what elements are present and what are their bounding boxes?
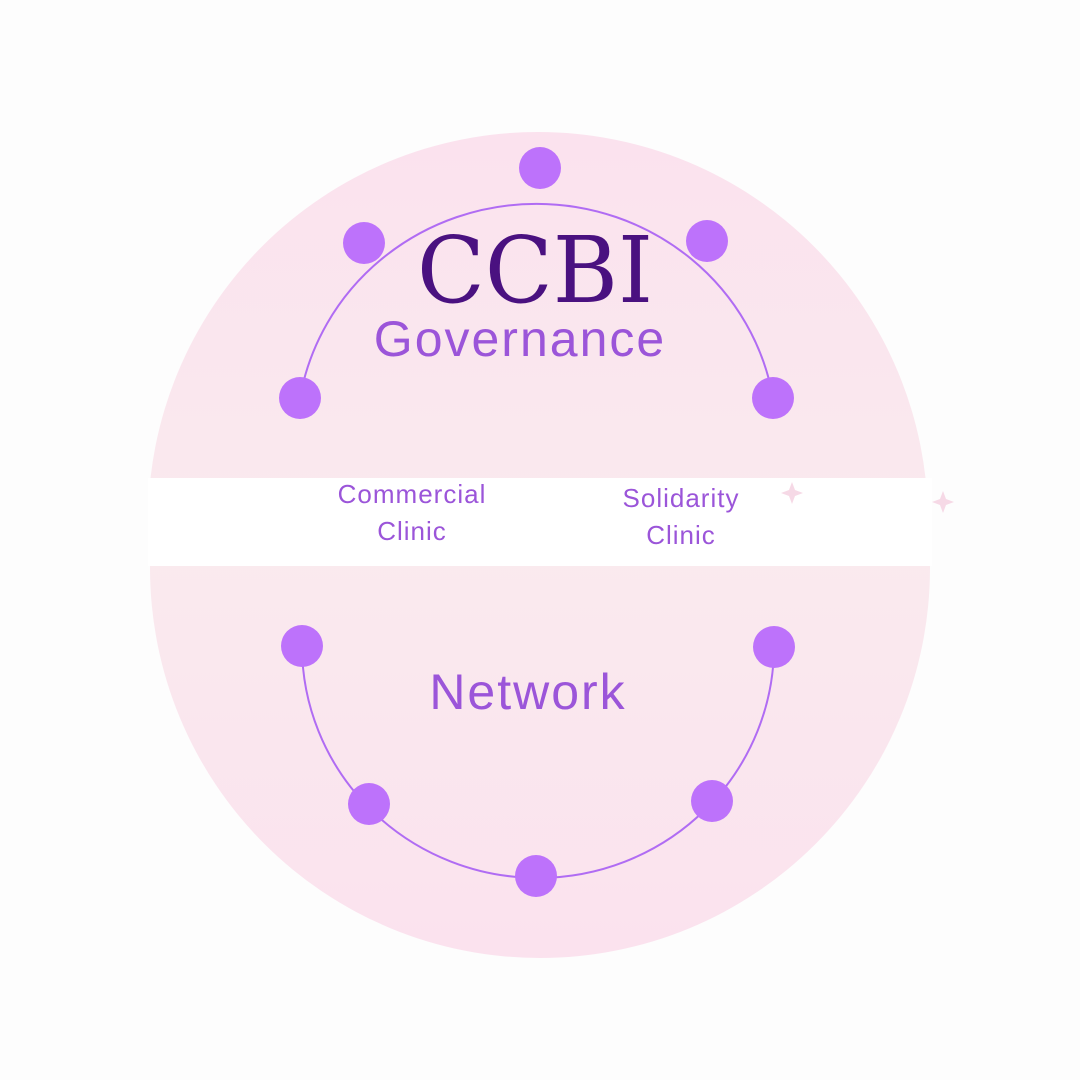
governance-node xyxy=(279,377,321,419)
network-node xyxy=(515,855,557,897)
disc-bottom-half xyxy=(150,566,930,958)
network-label: Network xyxy=(429,664,626,720)
network-node xyxy=(281,625,323,667)
network-node xyxy=(753,626,795,668)
governance-node xyxy=(752,377,794,419)
governance-node xyxy=(343,222,385,264)
network-node xyxy=(348,783,390,825)
diagram-title: CCBI xyxy=(417,217,653,324)
solidarity-clinic-label-line-2: Clinic xyxy=(646,520,716,550)
solidarity-clinic-label-line-1: Solidarity xyxy=(623,483,740,513)
commercial-clinic-label-line-1: Commercial xyxy=(338,479,487,509)
governance-label: Governance xyxy=(374,311,666,367)
center-band xyxy=(148,478,932,566)
governance-node xyxy=(519,147,561,189)
sparkle-icon xyxy=(932,491,954,513)
governance-node xyxy=(686,220,728,262)
sparkle-icon xyxy=(781,482,803,504)
commercial-clinic-label-line-2: Clinic xyxy=(377,516,447,546)
network-node xyxy=(691,780,733,822)
disc-top-half xyxy=(150,132,926,478)
governance-arc xyxy=(299,202,774,399)
